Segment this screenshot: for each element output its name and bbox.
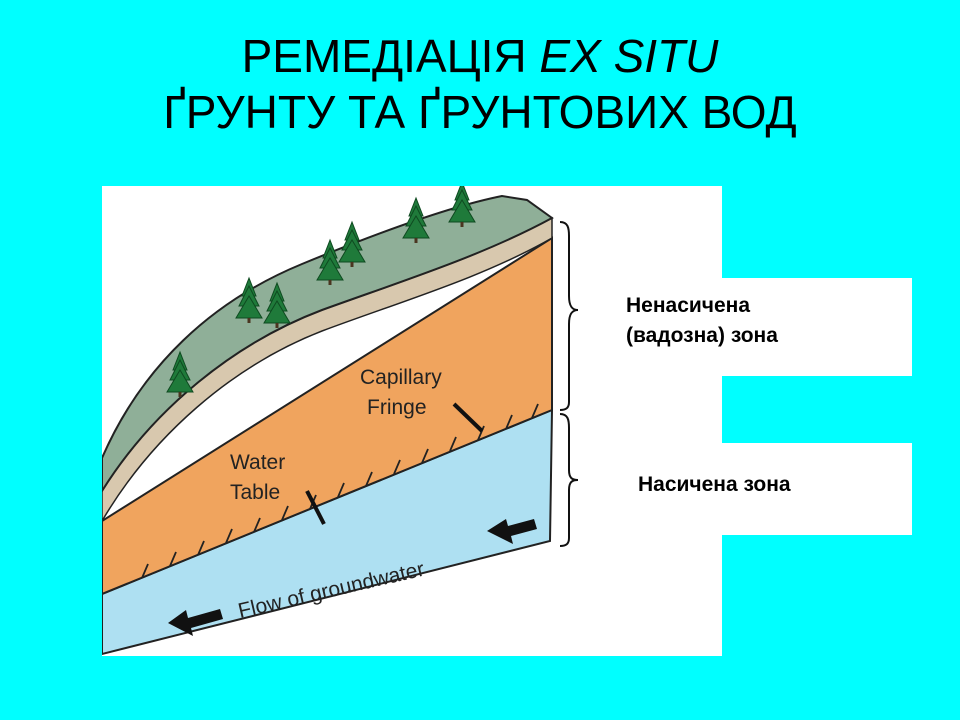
saturated-zone-label-text: Насичена зона — [638, 473, 791, 496]
saturated-zone-brace — [559, 413, 579, 547]
soil-cross-section-diagram: Capillary Fringe Water Table Flow of gro… — [102, 186, 722, 656]
flow-arrow-left-icon — [168, 609, 223, 636]
cross-section-svg: Capillary Fringe Water Table Flow of gro… — [102, 186, 579, 656]
unsaturated-zone-label-line-1: Ненасичена — [626, 294, 751, 317]
slide-title: РЕМЕДІАЦІЯ EX SITU ҐРУНТУ ТА ҐРУНТОВИХ В… — [0, 28, 960, 140]
saturated-zone-label: Насичена зона — [612, 443, 912, 535]
capillary-label-2: Fringe — [367, 396, 427, 419]
flow-arrow-right-icon — [487, 519, 537, 544]
unsaturated-zone-label-line-2: (вадозна) зона — [626, 324, 778, 347]
title-line-2: ҐРУНТУ ТА ҐРУНТОВИХ ВОД — [163, 86, 797, 138]
unsaturated-zone-label: Ненасичена (вадозна) зона — [612, 278, 912, 376]
capillary-label-1: Capillary — [360, 366, 442, 389]
water-table-label-2: Table — [230, 481, 280, 504]
capillary-fringe-ticks — [141, 403, 539, 579]
vadose-zone-layer — [102, 236, 553, 596]
water-table-label-1: Water — [230, 451, 285, 474]
title-prefix: РЕМЕДІАЦІЯ — [241, 30, 540, 82]
water-table-leader-line — [305, 490, 326, 525]
title-line-1: РЕМЕДІАЦІЯ EX SITU — [0, 28, 960, 84]
capillary-leader-line — [452, 402, 484, 433]
title-italic: EX SITU — [539, 30, 719, 82]
unsaturated-zone-brace — [559, 221, 579, 411]
